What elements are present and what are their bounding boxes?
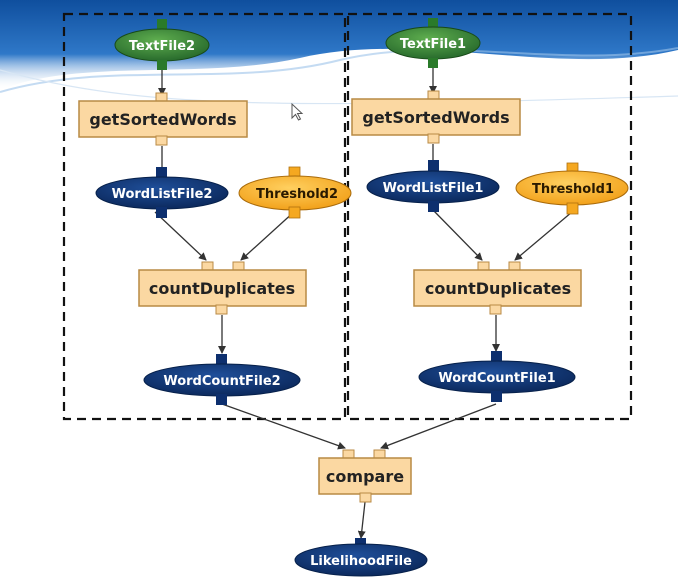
- edge-threshold1-count: [514, 211, 573, 261]
- process-compare[interactable]: compare: [318, 449, 412, 503]
- right-group-box: [346, 12, 633, 421]
- node-label: WordListFile1: [383, 181, 484, 196]
- port-top: [216, 354, 227, 365]
- process-label: getSortedWords: [89, 110, 236, 129]
- edge-wordlist1-count: [432, 209, 483, 261]
- blue-swoosh: [0, 0, 678, 90]
- process-getsortedwords-left[interactable]: getSortedWords: [78, 92, 248, 146]
- node-label: TextFile1: [400, 37, 466, 52]
- port-bottom: [155, 135, 168, 146]
- swoosh-line: [0, 47, 678, 93]
- port-bottom: [215, 304, 228, 315]
- mouse-cursor-icon: [291, 102, 304, 121]
- port-top: [428, 18, 438, 28]
- edge-wordcount2-compare: [221, 403, 346, 450]
- port-bottom: [156, 207, 167, 218]
- node-threshold1[interactable]: Threshold1: [515, 162, 629, 215]
- port-top: [157, 19, 167, 29]
- swoosh-line-2: [0, 69, 678, 105]
- process-label: countDuplicates: [425, 279, 571, 298]
- process-label: getSortedWords: [362, 108, 509, 127]
- node-label: LikelihoodFile: [310, 554, 412, 569]
- process-countduplicates-left[interactable]: countDuplicates: [138, 261, 307, 315]
- node-wordlistfile1[interactable]: WordListFile1: [366, 160, 500, 212]
- edge-threshold2-count: [240, 210, 296, 261]
- node-textfile1[interactable]: TextFile1: [385, 18, 481, 68]
- edge-compare-likelihood: [357, 501, 366, 539]
- port-top: [156, 167, 167, 178]
- node-likelihoodfile[interactable]: LikelihoodFile: [294, 538, 428, 577]
- node-label: Threshold2: [256, 187, 338, 202]
- background-band: [0, 0, 678, 105]
- process-label: countDuplicates: [149, 279, 295, 298]
- edge-wordlist2-count: [154, 211, 207, 261]
- edge-wordcount1-compare: [380, 403, 497, 450]
- process-label: compare: [326, 467, 404, 486]
- port-bottom: [359, 492, 372, 503]
- process-countduplicates-right[interactable]: countDuplicates: [413, 261, 582, 315]
- node-wordcountfile1[interactable]: WordCountFile1: [418, 351, 576, 402]
- port-bottom: [428, 201, 439, 212]
- node-threshold2[interactable]: Threshold2: [238, 166, 352, 219]
- node-label: WordCountFile2: [163, 374, 280, 389]
- port-bottom: [491, 391, 502, 402]
- port-bottom: [157, 60, 167, 70]
- port-bottom: [566, 202, 579, 215]
- port-bottom: [427, 133, 440, 144]
- node-label: TextFile2: [129, 39, 195, 54]
- left-group-box: [62, 12, 347, 421]
- port-bottom: [489, 304, 502, 315]
- node-label: Threshold1: [532, 182, 614, 197]
- port-bottom: [428, 58, 438, 68]
- node-label: WordCountFile1: [438, 371, 555, 386]
- port-top: [355, 538, 366, 549]
- port-bottom: [288, 206, 301, 219]
- node-wordlistfile2[interactable]: WordListFile2: [95, 167, 229, 218]
- node-label: WordListFile2: [112, 187, 213, 202]
- node-wordcountfile2[interactable]: WordCountFile2: [143, 354, 301, 405]
- node-textfile2[interactable]: TextFile2: [114, 19, 210, 70]
- port-top: [491, 351, 502, 362]
- port-top: [428, 160, 439, 171]
- process-getsortedwords-right[interactable]: getSortedWords: [351, 90, 521, 144]
- port-bottom: [216, 394, 227, 405]
